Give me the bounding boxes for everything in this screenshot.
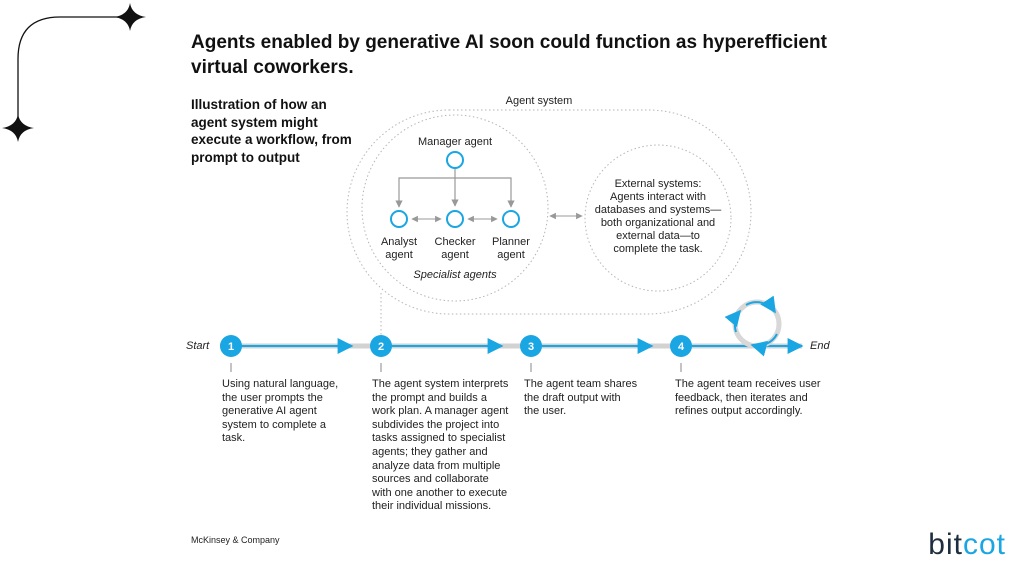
external-systems-text: External systems: Agents interact with d… [594,178,722,255]
iterate-loop-icon [724,295,782,357]
sparkle-icon [114,3,146,31]
corner-decoration [2,3,146,142]
agents-circle [361,114,549,302]
step-2-number: 2 [378,341,384,353]
agent-system-boundary [346,109,752,315]
planner-agent-node [502,210,520,228]
manager-agent-label: Manager agent [418,136,492,148]
manager-agent-node [446,151,464,169]
diagram-subtitle: Illustration of how an agent system migh… [191,97,352,165]
analyst-agent-label: Analyst agent [380,236,418,261]
step-4-marker: 4 [670,335,692,357]
specialist-agents-caption: Specialist agents [413,269,497,281]
sparkle-icon [2,114,34,142]
brand-logo: bitcot [928,528,1006,561]
source-credit: McKinsey & Company [191,535,280,545]
step-4-description: The agent team receives user feedback, t… [675,378,821,418]
checker-agent-label: Checker agent [434,236,476,261]
external-systems-circle [584,144,732,292]
end-label: End [810,340,830,352]
agent-system-label: Agent system [505,95,573,107]
step-3-number: 3 [528,341,534,353]
step-4-number: 4 [678,341,685,353]
step-3-marker: 3 [520,335,542,357]
start-label: Start [186,340,210,352]
step-1-description: Using natural language, the user prompts… [222,378,339,445]
step-2-marker: 2 [370,335,392,357]
step-1-marker: 1 [220,335,242,357]
step-2-description: The agent system interprets the prompt a… [372,378,509,513]
checker-agent-node [446,210,464,228]
step-3-description: The agent team shares the draft output w… [524,378,638,418]
planner-agent-label: Planner agent [492,236,530,261]
analyst-agent-node [390,210,408,228]
step-1-number: 1 [228,341,234,353]
page-title: Agents enabled by generative AI soon cou… [191,32,827,78]
